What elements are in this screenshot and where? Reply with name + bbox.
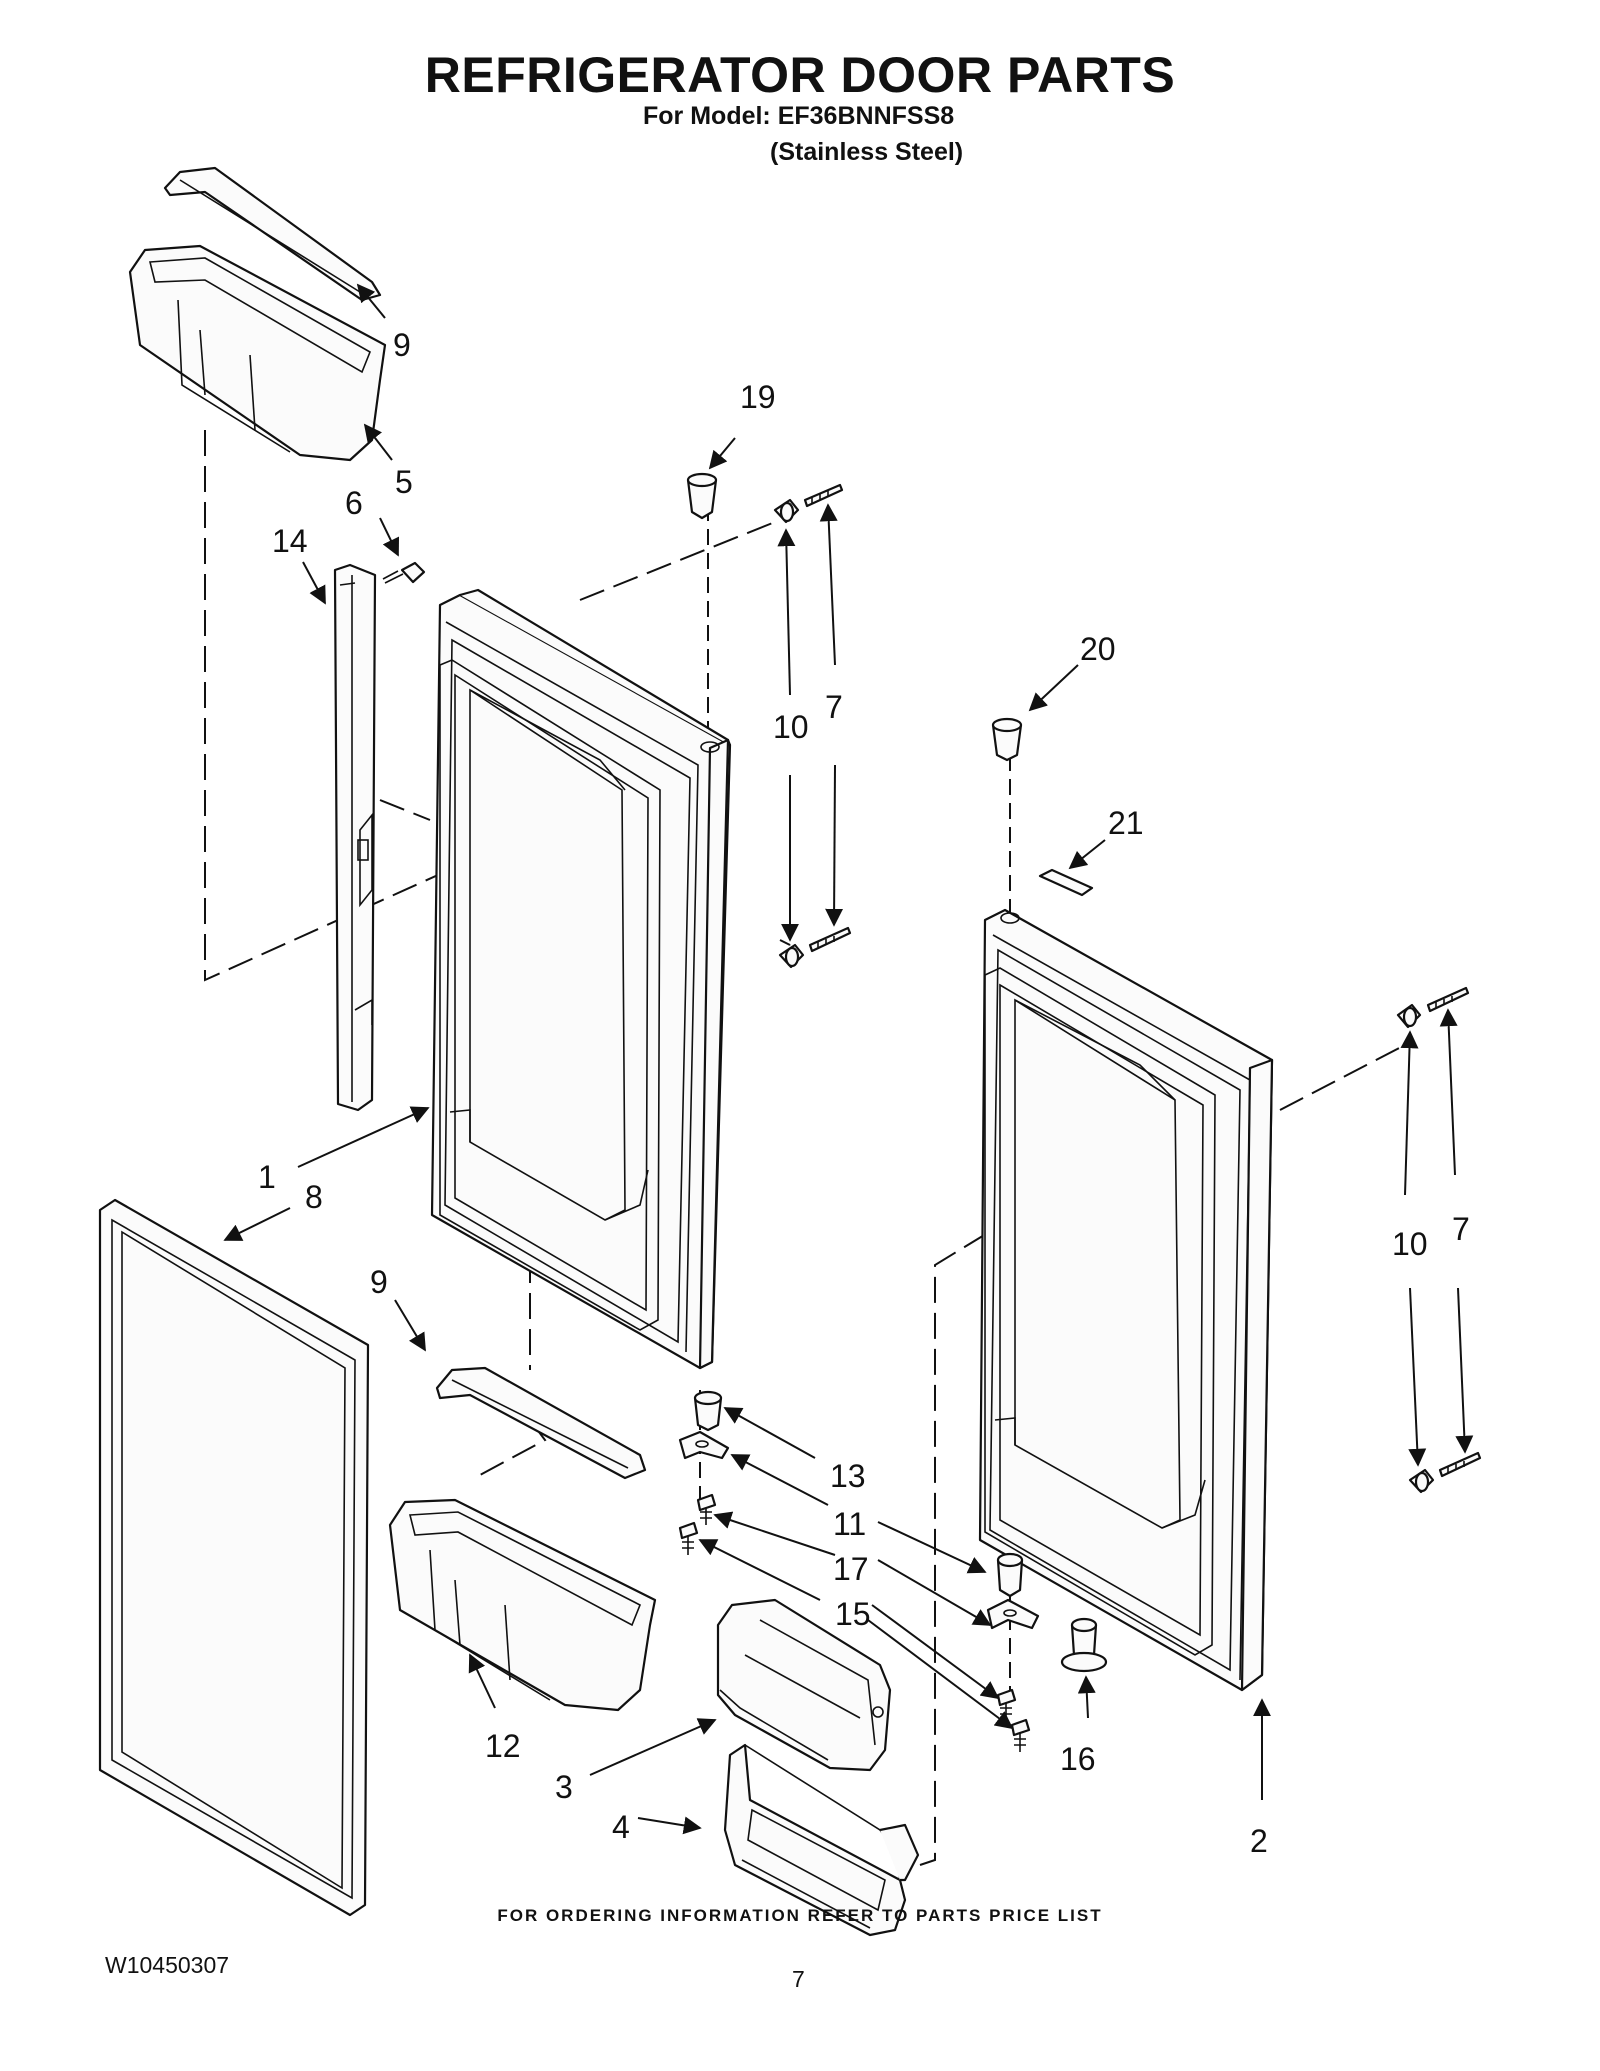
- callout-13: 13: [830, 1458, 866, 1494]
- callout-labels: 9 5 6 14 19 10 7 20 21 1 8 9 10 7 13 11 …: [258, 327, 1470, 1859]
- part-1-left-door: [430, 588, 732, 1370]
- callout-7-left: 7: [825, 689, 843, 725]
- callout-20: 20: [1080, 631, 1116, 667]
- callout-5: 5: [395, 464, 413, 500]
- callout-2: 2: [1250, 1823, 1268, 1859]
- callout-9-upper: 9: [393, 327, 411, 363]
- part-4-dairy-bin: [723, 1743, 920, 1937]
- part-3-dairy-door-cover: [716, 1598, 892, 1772]
- callout-3: 3: [555, 1769, 573, 1805]
- finish-line: (Stainless Steel): [770, 138, 964, 166]
- callout-4: 4: [612, 1809, 630, 1845]
- callout-6: 6: [345, 485, 363, 521]
- part-20-hinge-bushing: [991, 717, 1023, 762]
- part-5-upper-door-bin: [128, 244, 387, 462]
- part-9-upper-bin-lid: [163, 166, 382, 302]
- part-8-door-gasket: [98, 1198, 370, 1917]
- part-11-hinge-bracket: [678, 1430, 730, 1460]
- callout-1: 1: [258, 1159, 276, 1195]
- callout-7-right: 7: [1452, 1211, 1470, 1247]
- ordering-note: FOR ORDERING INFORMATION REFER TO PARTS …: [497, 1906, 1103, 1925]
- part-14-door-channel: [333, 563, 377, 1112]
- callout-17: 17: [833, 1551, 869, 1587]
- leader-arrows: [223, 283, 1474, 1835]
- part-2-right-door: [978, 908, 1274, 1692]
- callout-12: 12: [485, 1728, 521, 1764]
- callout-10-left: 10: [773, 709, 809, 745]
- part-21-hinge-cover: [1038, 868, 1094, 897]
- part-10-7-left-door-upper-handle-mount: [773, 483, 844, 524]
- callout-9-lower: 9: [370, 1264, 388, 1300]
- callout-8: 8: [305, 1179, 323, 1215]
- callout-14: 14: [272, 523, 308, 559]
- part-11-hinge-pin-right: [996, 1552, 1024, 1598]
- part-16-hinge-cap: [1060, 1617, 1108, 1673]
- model-line: For Model: EF36BNNFSS8: [643, 102, 955, 130]
- part-12-lower-door-bin: [388, 1498, 657, 1712]
- part-6-screw: [382, 561, 426, 584]
- part-10-7-left-door-lower-handle-mount: [778, 926, 852, 969]
- callout-15: 15: [835, 1596, 871, 1632]
- callout-10-right: 10: [1392, 1226, 1428, 1262]
- part-13-hinge-pin: [693, 1390, 723, 1432]
- part-10-7-right-door-lower-handle-mount: [1408, 1451, 1482, 1494]
- part-15-screws-left: [678, 1493, 717, 1555]
- callout-21: 21: [1108, 805, 1144, 841]
- page-number: 7: [792, 1966, 805, 1992]
- callout-11: 11: [833, 1506, 866, 1542]
- part-9-lower-bin-lid: [435, 1366, 647, 1480]
- document-number: W10450307: [105, 1952, 230, 1978]
- part-15-screws-right: [996, 1688, 1031, 1752]
- part-19-hinge-bushing: [686, 472, 718, 520]
- part-10-7-right-door-upper-handle-mount: [1396, 986, 1470, 1029]
- callout-16: 16: [1060, 1741, 1096, 1777]
- page-title: REFRIGERATOR DOOR PARTS: [424, 47, 1176, 103]
- part-17-hinge-bracket-right: [986, 1598, 1040, 1630]
- callout-19: 19: [740, 379, 776, 415]
